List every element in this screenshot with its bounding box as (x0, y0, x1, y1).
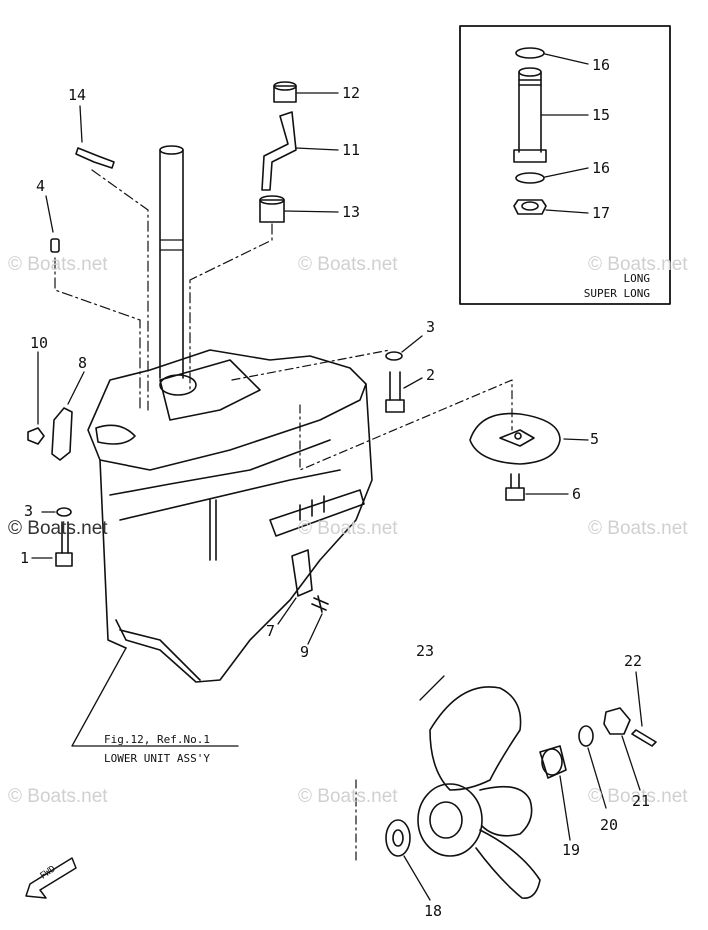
lower-unit-case (87, 349, 513, 683)
callout-10: 10 (30, 334, 49, 352)
inset-label-long: LONG (623, 272, 651, 285)
callout-9: 9 (300, 643, 310, 661)
part-8-anode (51, 371, 85, 461)
watermark: © Boats.net (298, 254, 398, 275)
part-7-trim-tab (277, 549, 313, 625)
watermark: © Boats.net (298, 786, 398, 807)
callout-14: 14 (68, 86, 87, 104)
part-21-castle-nut (603, 707, 641, 791)
part-1-bolt (31, 521, 73, 567)
part-3-washer-left (56, 507, 72, 517)
callout-22: 22 (624, 652, 643, 670)
part-14-clip (75, 105, 149, 411)
part-13-grommet (189, 195, 339, 391)
inset-box (459, 25, 671, 305)
part-10-bolt (27, 351, 45, 445)
part-12-grommet (273, 81, 339, 103)
part-2-bolt (385, 371, 423, 413)
part-20-washer (578, 725, 607, 809)
watermark: © Boats.net (588, 786, 688, 807)
fwd-arrow-icon (25, 857, 77, 899)
watermark: © Boats.net (588, 518, 688, 539)
part-16-oring-bottom (515, 172, 545, 184)
callout-11: 11 (342, 141, 361, 159)
callout-6: 6 (572, 485, 582, 503)
watermark: © Boats.net (298, 518, 398, 539)
watermark: © Boats.net (8, 786, 108, 807)
callout-3: 3 (426, 318, 436, 336)
part-4-dowel-pin (45, 195, 141, 411)
callout-19: 19 (562, 841, 581, 859)
callout-23: 23 (416, 642, 435, 660)
watermark: © Boats.net (8, 518, 108, 539)
part-9-screw (307, 595, 329, 645)
watermark: © Boats.net (8, 254, 108, 275)
part-19-spacer (539, 745, 571, 841)
part-15-water-tube (513, 67, 589, 163)
callout-4: 4 (36, 177, 46, 195)
part-23-propeller (355, 675, 541, 899)
callout-5: 5 (590, 430, 600, 448)
part-5-anti-cavitation-plate (469, 412, 589, 465)
watermark: © Boats.net (588, 254, 688, 275)
part-3-washer-right (385, 351, 403, 361)
inset-label-super-long: SUPER LONG (583, 287, 650, 300)
part-11-water-pipe (261, 111, 339, 191)
callout-12: 12 (342, 84, 361, 102)
callout-17: 17 (592, 204, 611, 222)
callout-3: 3 (24, 502, 34, 520)
callout-1: 1 (20, 549, 30, 567)
part-18-thrust-washer (385, 819, 431, 901)
part-driveshaft (159, 145, 184, 379)
part-22-cotter-pin (631, 671, 657, 747)
part-16-oring-top (515, 47, 545, 59)
callout-18: 18 (424, 902, 443, 920)
part-17-grommet (513, 199, 589, 215)
fig-ref-leader (71, 647, 239, 747)
fig-reference-line2: LOWER UNIT ASS'Y (104, 752, 210, 765)
callout-21: 21 (632, 792, 651, 810)
callout-7: 7 (266, 622, 276, 640)
callout-8: 8 (78, 354, 88, 372)
callout-13: 13 (342, 203, 361, 221)
callout-15: 15 (592, 106, 611, 124)
part-6-bolt (505, 473, 569, 501)
callout-16: 16 (592, 56, 611, 74)
callout-2: 2 (426, 366, 436, 384)
callout-16: 16 (592, 159, 611, 177)
fig-reference-line1: Fig.12, Ref.No.1 (104, 733, 210, 746)
callout-20: 20 (600, 816, 619, 834)
